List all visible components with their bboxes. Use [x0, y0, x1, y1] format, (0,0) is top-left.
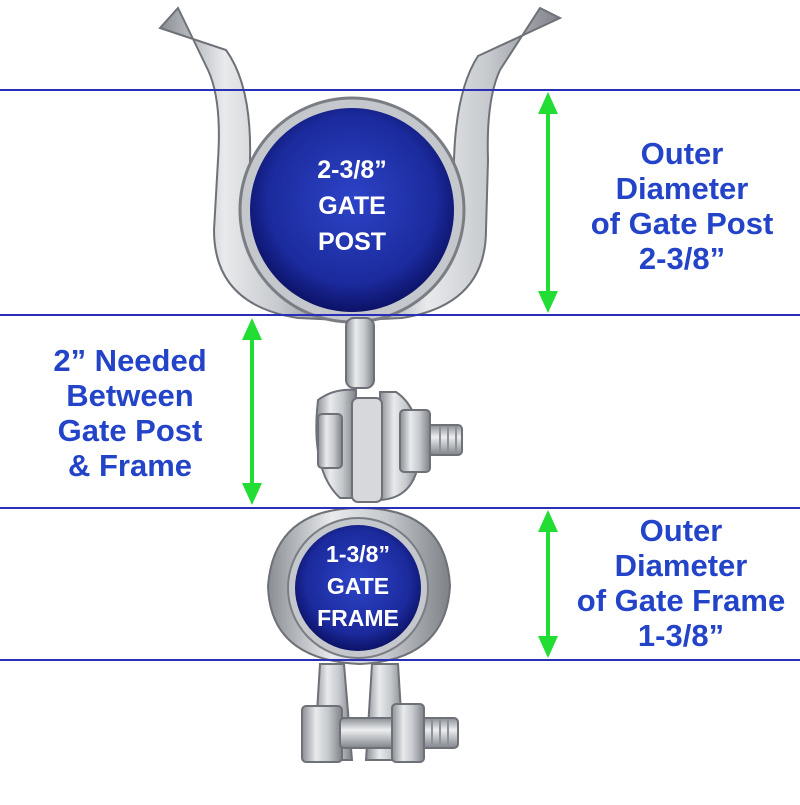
- gap-dimension-line-4: & Frame: [67, 448, 193, 483]
- frame-diameter-arrow-icon: [538, 510, 558, 658]
- frame-circle-line-3: FRAME: [317, 605, 399, 631]
- frame-dimension-line-1: Outer: [639, 513, 723, 548]
- post-circle-line-2: GATE: [318, 192, 386, 220]
- gap-dimension-label: 2” Needed Between Gate Post & Frame: [30, 343, 230, 483]
- post-dimension-line-1: Outer: [640, 136, 724, 171]
- frame-dimension-line-2: Diameter: [614, 548, 748, 583]
- gap-dimension-line-3: Gate Post: [57, 413, 203, 448]
- post-dimension-line-3: of Gate Post: [590, 206, 774, 241]
- frame-circle-label: 1-3/8” GATE FRAME: [300, 538, 416, 634]
- gate-hinge-hardware-icon: [158, 6, 563, 763]
- frame-dimension-label: Outer Diameter of Gate Frame 1-3/8”: [566, 513, 796, 653]
- frame-dimension-line-3: of Gate Frame: [576, 583, 786, 618]
- frame-circle-line-2: GATE: [326, 573, 390, 599]
- post-dimension-line-4: 2-3/8”: [638, 241, 726, 276]
- frame-dimension-line-4: 1-3/8”: [637, 618, 725, 653]
- gap-dimension-line-2: Between: [66, 378, 194, 413]
- gap-dimension-line-1: 2” Needed: [53, 343, 207, 378]
- post-diameter-arrow-icon: [538, 92, 558, 313]
- gap-arrow-icon: [242, 318, 262, 505]
- post-dimension-line-2: Diameter: [615, 171, 749, 206]
- post-circle-label: 2-3/8” GATE POST: [292, 152, 412, 260]
- post-dimension-label: Outer Diameter of Gate Post 2-3/8”: [572, 136, 792, 276]
- post-circle-line-3: POST: [317, 228, 387, 256]
- post-circle-line-1: 2-3/8”: [317, 156, 387, 184]
- frame-circle-line-1: 1-3/8”: [326, 541, 390, 567]
